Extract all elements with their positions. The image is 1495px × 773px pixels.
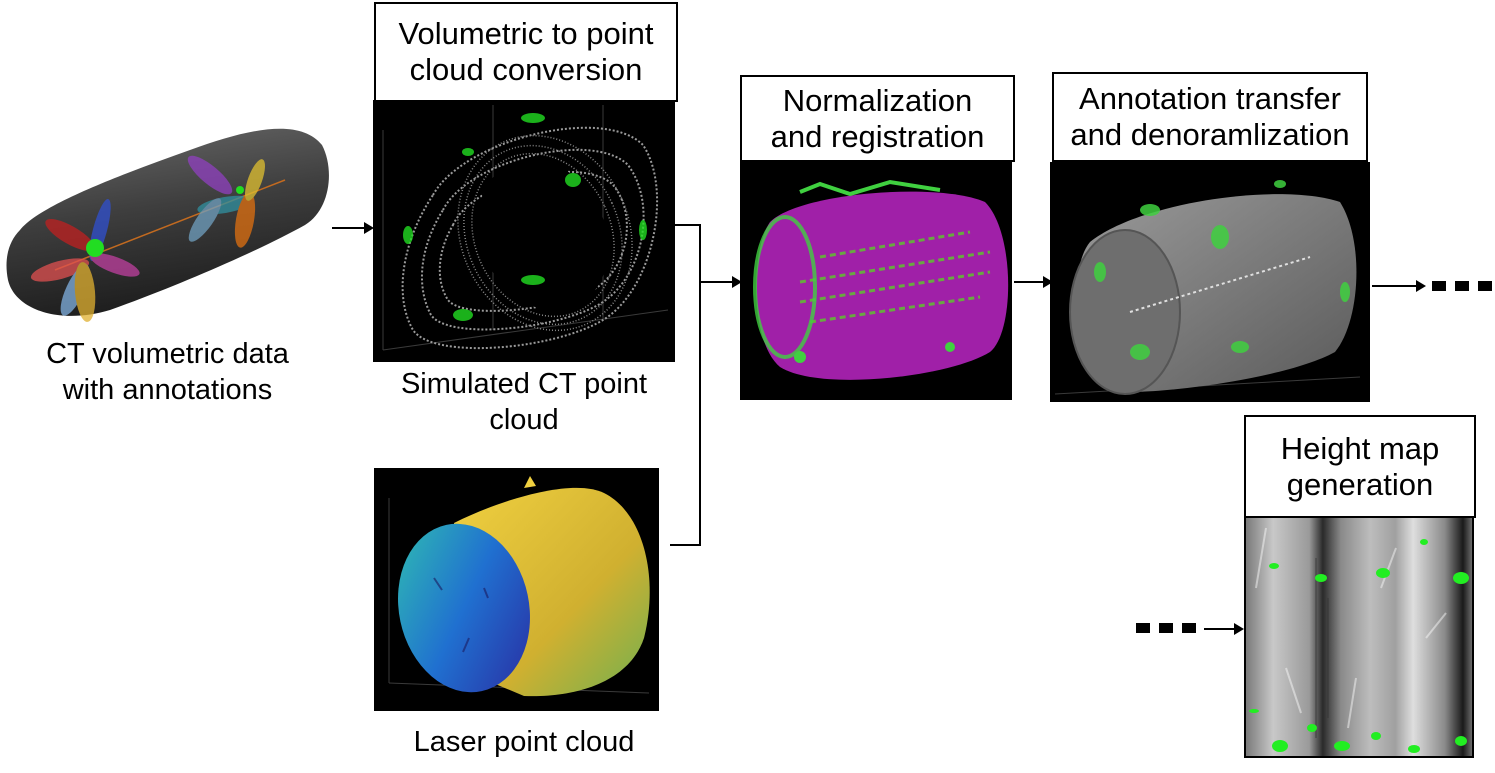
arrow-ct-to-simulated [332,222,374,234]
annotation-transfer-panel [1050,162,1370,402]
height-map-panel [1244,516,1474,758]
normalization-panel [740,162,1012,400]
arrow-to-continuation [1372,280,1426,292]
merge-connector [670,224,742,546]
ct-volumetric-caption: CT volumetric data with annotations [46,338,289,406]
arrow-to-height-map [1204,623,1244,635]
step-volumetric-conversion: Volumetric to point cloud conversion [374,2,678,102]
continuation-dots-bottom [1136,623,1196,633]
simulated-ct-panel [373,100,675,362]
step-height-map: Height map generation [1244,415,1476,518]
continuation-dots-top [1432,281,1492,291]
step-annotation-transfer: Annotation transfer and denoramlization [1052,72,1368,162]
simulated-ct-caption: Simulated CT point cloud [400,368,648,436]
laser-point-cloud-panel [374,468,659,711]
arrow-to-transfer [1014,276,1053,288]
step-normalization: Normalization and registration [740,75,1015,162]
ct-volume-image [6,128,329,322]
laser-point-cloud-caption: Laser point cloud [413,726,635,758]
